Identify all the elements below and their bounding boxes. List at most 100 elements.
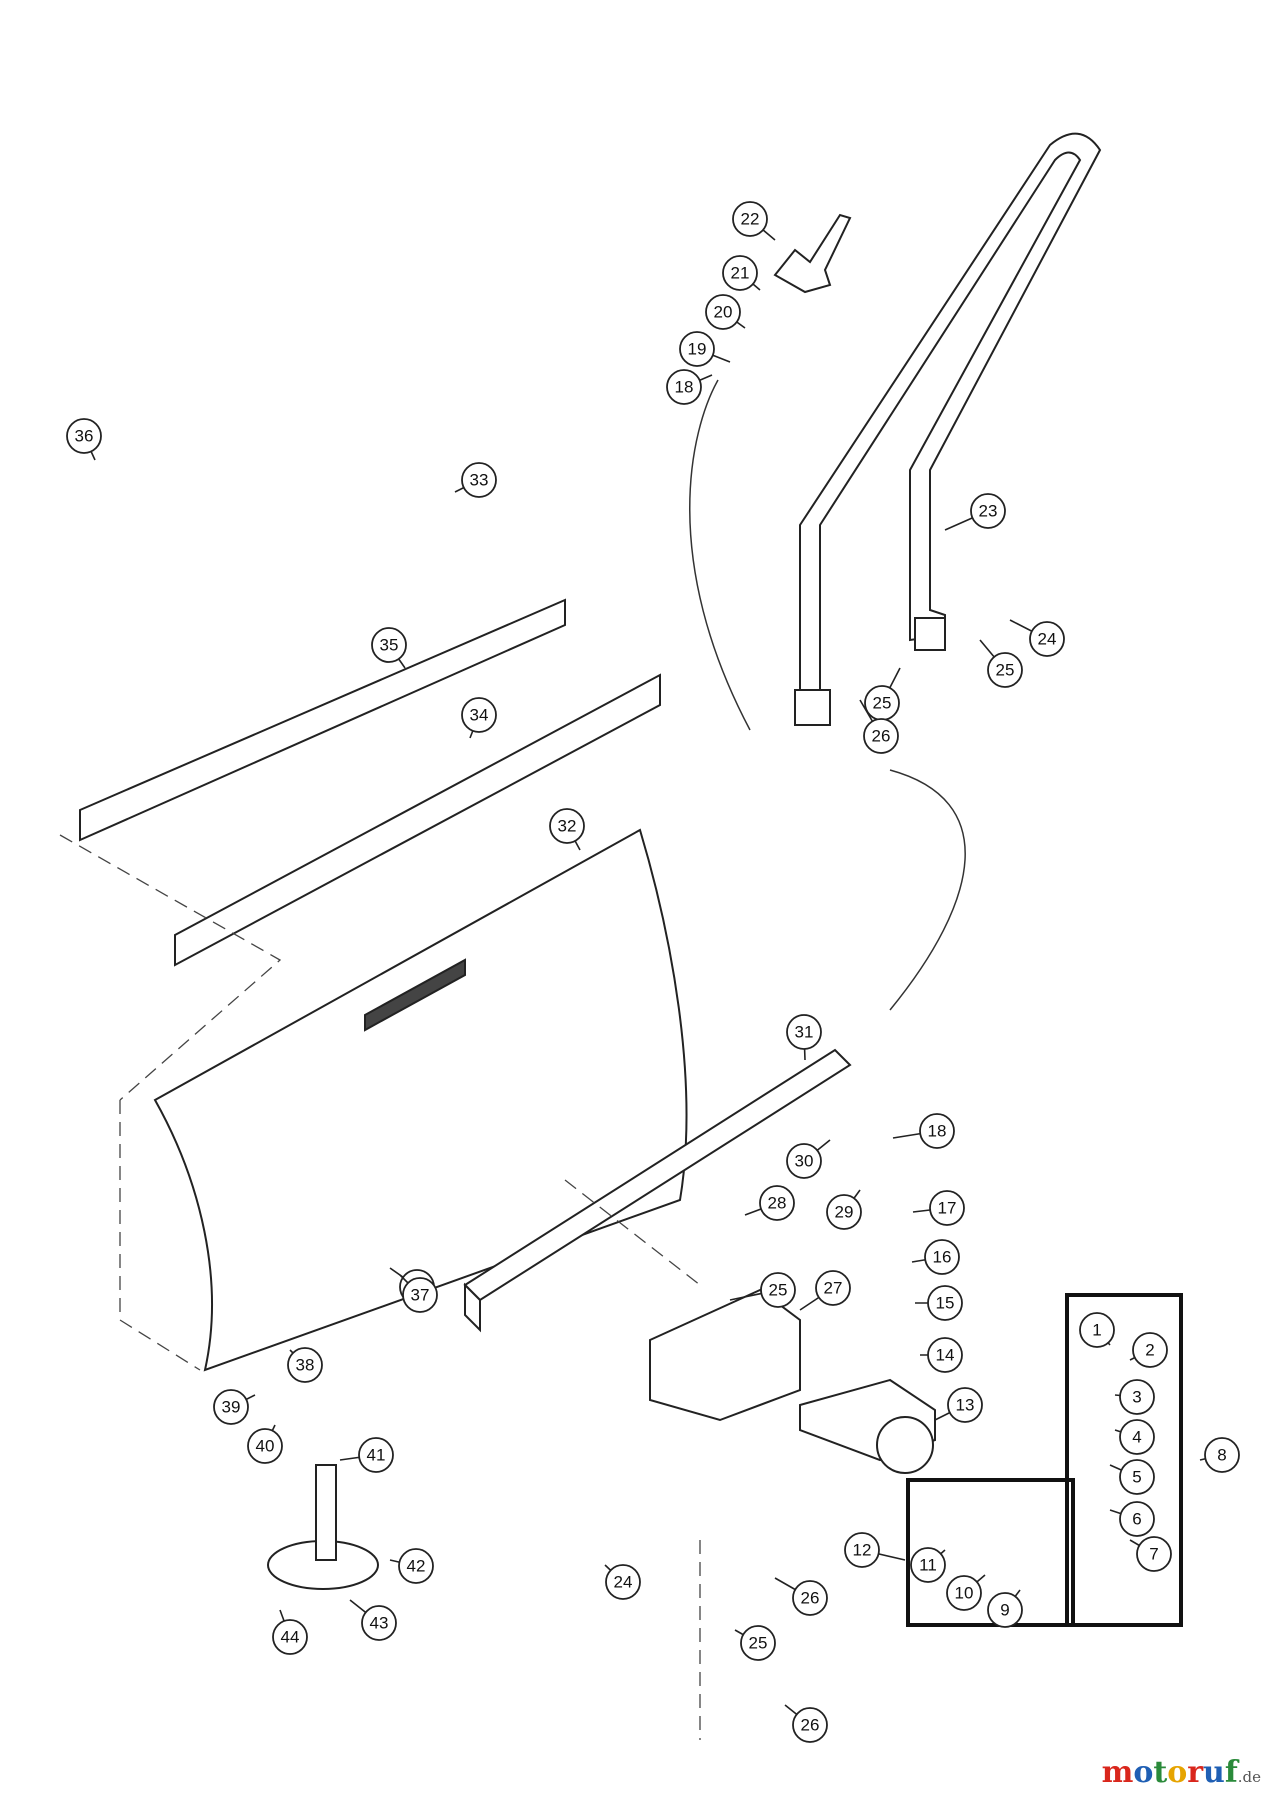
callout-43: 43 [349,1599,397,1641]
callout-number: 43 [370,1614,389,1633]
callout-number: 11 [919,1556,937,1575]
callout-25: 25 [979,639,1023,688]
callout-number: 16 [933,1248,952,1267]
scraper-strip-35 [79,598,566,842]
watermark-u: u [1203,1755,1225,1790]
callout-22: 22 [732,201,776,241]
callout-circle [910,1547,946,1583]
callout-circle [815,1270,851,1306]
callout-circle [358,1437,394,1473]
callout-24: 24 [1009,619,1065,657]
callout-number: 40 [256,1437,275,1456]
callout-27: 27 [799,1270,851,1311]
sub-assembly-box-8 [1065,1293,1183,1627]
handle-bar [794,132,1102,726]
watermark-f: f [1224,1755,1238,1790]
callout-number: 44 [281,1628,300,1647]
callout-circle [361,1605,397,1641]
callout-circle [740,1625,776,1661]
callout-circle [705,294,741,330]
callout-7: 7 [1129,1536,1172,1572]
callout-circle [792,1707,828,1743]
watermark-t: t [1153,1755,1168,1790]
callout-number: 2 [1145,1341,1154,1360]
callout-circle [844,1532,880,1568]
callout-2: 2 [1129,1332,1168,1368]
callout-number: 27 [824,1279,843,1298]
callout-34: 34 [461,697,497,739]
callout-3: 3 [1114,1379,1155,1415]
callout-12: 12 [844,1532,906,1568]
callout-circle [927,1285,963,1321]
callout-circle [732,201,768,237]
callout-26: 26 [774,1577,828,1616]
callout-4: 4 [1114,1419,1155,1455]
cable-upper [689,379,751,731]
callout-circle [1119,1501,1155,1537]
watermark-m: m [1101,1755,1134,1790]
callout-number: 26 [801,1589,820,1608]
mounting-bracket [649,1288,801,1422]
callout-number: 24 [1038,630,1057,649]
callout-number: 1 [1092,1321,1101,1340]
callout-38: 38 [287,1347,323,1383]
watermark-o2: o [1167,1755,1188,1790]
callout-circle [1119,1419,1155,1455]
callout-circle [247,1428,283,1464]
callout-21: 21 [722,255,761,291]
crossbar [463,1048,852,1333]
callout-41: 41 [339,1437,394,1473]
callout-circle [919,1113,955,1149]
callout-39: 39 [213,1389,256,1425]
callout-circle [987,1592,1023,1628]
callout-number: 42 [407,1557,426,1576]
callout-circle [826,1194,862,1230]
callout-16: 16 [911,1239,960,1275]
callout-circle [1136,1536,1172,1572]
callout-number: 30 [795,1152,814,1171]
hitch-adapter [799,1378,936,1474]
callout-number: 32 [558,817,577,836]
callout-number: 29 [835,1203,854,1222]
callout-number: 23 [979,502,998,521]
callout-number: 33 [470,471,489,490]
callout-number: 38 [296,1356,315,1375]
callout-number: 9 [1000,1601,1009,1620]
callout-number: 31 [795,1023,814,1042]
callout-33: 33 [454,462,497,498]
callout-1: 1 [1079,1312,1115,1348]
callout-42: 42 [389,1548,434,1584]
callout-number: 22 [741,210,760,229]
callout-circle [970,493,1006,529]
callout-number: 25 [749,1634,768,1653]
callout-circle [66,418,102,454]
callout-layer: 1234567891011121314151617181819202122232… [66,201,1240,1743]
callout-circle [1079,1312,1115,1348]
callout-number: 4 [1132,1428,1141,1447]
callout-24: 24 [604,1564,641,1600]
callout-8: 8 [1199,1437,1240,1473]
callout-circle [605,1564,641,1600]
scraper-strip-34 [174,673,661,967]
callout-number: 17 [938,1199,957,1218]
callout-number: 8 [1217,1446,1226,1465]
callout-circle [987,652,1023,688]
callout-37: 37 [399,1274,438,1313]
assembly-line-4 [59,834,282,1101]
callout-28: 28 [744,1185,795,1221]
callout-circle [666,369,702,405]
callout-circle [927,1337,963,1373]
callout-18: 18 [666,369,713,405]
callout-circle [461,462,497,498]
skid-shoe [267,1464,379,1590]
callout-25: 25 [864,667,901,721]
callout-25: 25 [729,1272,796,1308]
callout-6: 6 [1109,1501,1155,1537]
callout-5: 5 [1109,1459,1155,1495]
callout-23: 23 [944,493,1006,531]
callout-circle [946,1575,982,1611]
callout-20: 20 [705,294,746,330]
watermark-logo: motoruf.de [1102,1755,1261,1790]
callout-circle [722,255,758,291]
callout-circle [1132,1332,1168,1368]
